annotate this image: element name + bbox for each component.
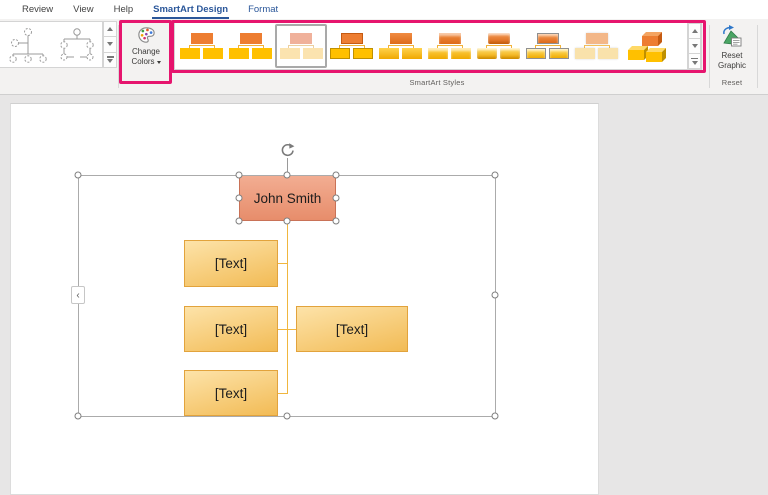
- rotate-handle-icon[interactable]: [279, 142, 296, 159]
- org-connector-child3: [278, 393, 288, 394]
- change-colors-label-line1: Change: [131, 47, 161, 56]
- org-root-shape[interactable]: John Smith: [239, 175, 336, 221]
- org-connector-side: [288, 329, 296, 330]
- shape-handle-mid-right[interactable]: [332, 194, 340, 202]
- org-connector-child2: [278, 329, 288, 330]
- group-separator: [757, 25, 758, 88]
- tab-help[interactable]: Help: [113, 4, 134, 15]
- org-child-label-3: [Text]: [214, 385, 248, 401]
- shape-handle-bottom-center[interactable]: [283, 217, 291, 225]
- org-child-shape-1[interactable]: [Text]: [184, 240, 278, 287]
- style-thumbnail-9[interactable]: [572, 24, 621, 68]
- frame-handle-top-left[interactable]: [74, 171, 82, 179]
- text-pane-toggle-button[interactable]: ‹: [71, 286, 85, 304]
- style-thumbnail-6[interactable]: [425, 24, 474, 68]
- triangle-down-icon: [107, 42, 113, 47]
- styles-scroll-up-button[interactable]: [688, 23, 701, 39]
- shape-handle-top-right[interactable]: [332, 171, 340, 179]
- reset-graphic-button[interactable]: Reset Graphic: [712, 22, 752, 84]
- style-thumbnail-2[interactable]: [226, 24, 275, 68]
- frame-handle-bottom-center[interactable]: [283, 412, 291, 420]
- smartart-styles-group-label: SmartArt Styles: [409, 78, 465, 87]
- rotate-handle-stem: [287, 158, 288, 175]
- style-thumbnail-3-selected[interactable]: [275, 24, 327, 68]
- layouts-gallery-scrollbar: [103, 21, 117, 68]
- org-connector-vertical: [287, 221, 288, 393]
- styles-more-button[interactable]: [688, 53, 701, 69]
- reset-graphic-label-line1: Reset: [721, 51, 743, 60]
- color-palette-icon: [137, 27, 155, 43]
- collapse-chevron-icon: ‹: [76, 289, 80, 301]
- triangle-up-icon: [107, 27, 113, 32]
- smartart-styles-gallery: [174, 22, 702, 70]
- 3d-bricks-icon: [627, 32, 666, 62]
- tab-review[interactable]: Review: [22, 4, 54, 15]
- triangle-down-icon: [691, 44, 698, 48]
- frame-handle-top-center[interactable]: [283, 171, 291, 179]
- chevron-down-icon: [156, 61, 161, 64]
- document-canvas: John Smith [Text] [Text] [Text] [Text]: [0, 95, 768, 495]
- org-child-shape-2[interactable]: [Text]: [184, 306, 278, 352]
- frame-handle-bottom-left[interactable]: [74, 412, 82, 420]
- org-child-label-2: [Text]: [214, 321, 248, 337]
- layouts-more-button[interactable]: [103, 51, 117, 68]
- style-thumbnail-10-3d[interactable]: [621, 24, 670, 68]
- org-child-label-1: [Text]: [214, 256, 248, 271]
- org-connector-child1: [278, 263, 288, 264]
- layout-thumbnail-hanging[interactable]: [3, 24, 49, 66]
- styles-gallery-scrollbar: [687, 23, 701, 69]
- tab-view[interactable]: View: [73, 4, 94, 15]
- smartart-styles-cells: [175, 23, 687, 69]
- change-colors-button[interactable]: Change Colors: [122, 22, 170, 84]
- style-thumbnail-4[interactable]: [327, 24, 376, 68]
- reset-graphic-icon: [723, 25, 742, 47]
- triangle-up-icon: [691, 29, 698, 33]
- layouts-scroll-up-button[interactable]: [103, 21, 117, 38]
- shape-handle-top-left[interactable]: [235, 171, 243, 179]
- change-colors-label-line2: Colors: [131, 57, 155, 66]
- group-separator: [709, 25, 710, 88]
- style-thumbnail-1[interactable]: [177, 24, 226, 68]
- layouts-scroll-down-button[interactable]: [103, 36, 117, 53]
- shape-handle-mid-left[interactable]: [235, 194, 243, 202]
- org-side-label: [Text]: [335, 321, 369, 337]
- gallery-more-icon: [691, 57, 698, 65]
- frame-handle-mid-right[interactable]: [491, 291, 499, 299]
- tab-format[interactable]: Format: [248, 4, 279, 15]
- shape-handle-bottom-right[interactable]: [332, 217, 340, 225]
- layouts-gallery: [0, 21, 103, 68]
- reset-group-label: Reset: [721, 78, 743, 87]
- org-root-label: John Smith: [253, 190, 322, 206]
- shape-handle-bottom-left[interactable]: [235, 217, 243, 225]
- document-page: [10, 103, 599, 495]
- styles-scroll-down-button[interactable]: [688, 38, 701, 54]
- frame-handle-top-right[interactable]: [491, 171, 499, 179]
- style-thumbnail-5[interactable]: [376, 24, 425, 68]
- style-thumbnail-8[interactable]: [523, 24, 572, 68]
- gallery-more-icon: [106, 56, 114, 64]
- style-thumbnail-7[interactable]: [474, 24, 523, 68]
- frame-handle-bottom-right[interactable]: [491, 412, 499, 420]
- org-child-shape-3[interactable]: [Text]: [184, 370, 278, 416]
- ribbon-tab-bar: Review View Help SmartArt Design Format: [0, 0, 768, 19]
- org-side-shape[interactable]: [Text]: [296, 306, 408, 352]
- ribbon: Change Colors: [0, 19, 768, 95]
- layout-thumbnail-tree[interactable]: [52, 24, 98, 66]
- group-separator: [118, 25, 119, 88]
- reset-graphic-label-line2: Graphic: [717, 61, 746, 70]
- tab-smartart-design[interactable]: SmartArt Design: [143, 0, 238, 19]
